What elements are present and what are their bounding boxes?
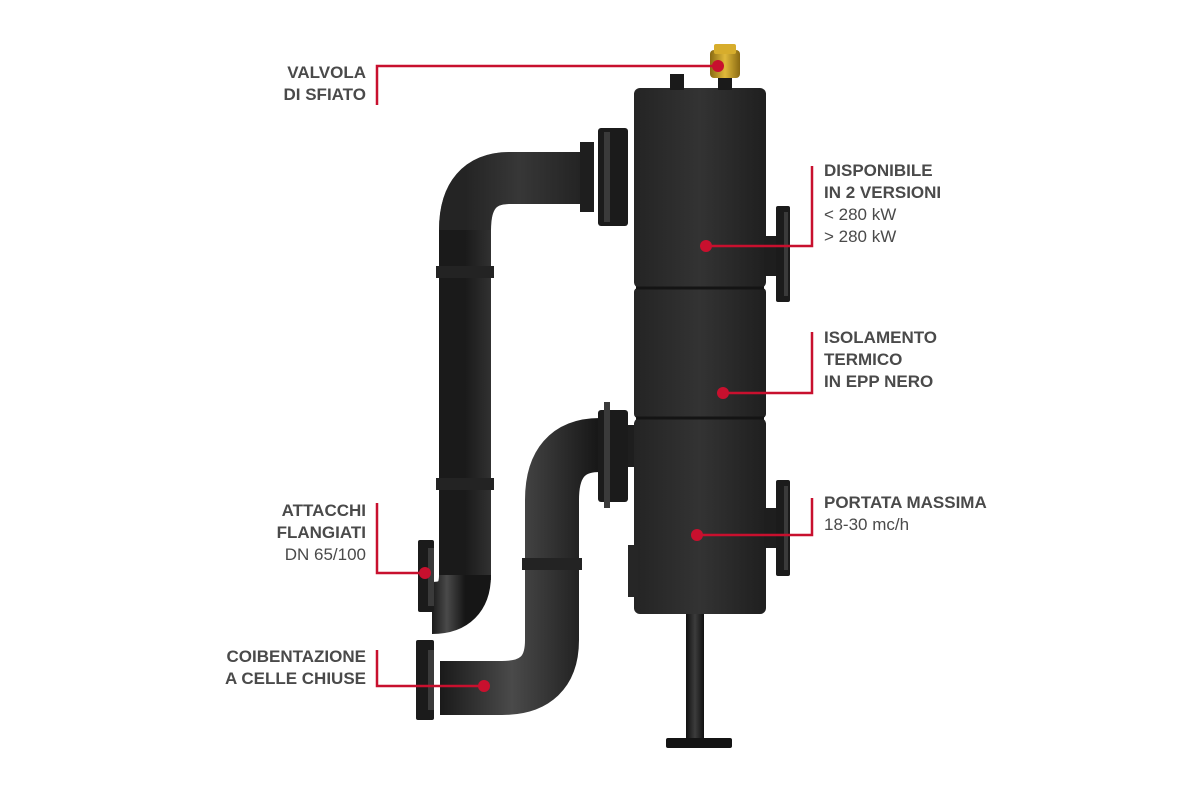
leader-coating xyxy=(375,650,484,688)
label-insulation: ISOLAMENTO TERMICO IN EPP NERO xyxy=(824,327,937,393)
label-insulation-line1: ISOLAMENTO xyxy=(824,328,938,347)
dot-insulation xyxy=(717,387,729,399)
label-versions-line2: IN 2 VERSIONI xyxy=(824,183,942,202)
leader-insulation xyxy=(723,332,814,395)
label-valve-line2: DI SFIATO xyxy=(283,85,367,104)
label-versions: DISPONIBILE IN 2 VERSIONI < 280 kW > 280… xyxy=(824,160,941,248)
leader-versions xyxy=(706,166,814,248)
leader-flow xyxy=(697,498,814,537)
lower-pipe xyxy=(440,402,642,715)
support-stand xyxy=(666,612,732,748)
label-flow: PORTATA MASSIMA 18-30 mc/h xyxy=(824,492,987,536)
leader-valve xyxy=(375,64,718,105)
leader-lines xyxy=(375,64,814,688)
dot-flanges xyxy=(419,567,431,579)
dot-valve xyxy=(712,60,724,72)
label-flanges-line3: DN 65/100 xyxy=(284,545,366,564)
leader-flanges xyxy=(375,503,425,575)
upper-pipe xyxy=(430,128,628,634)
label-insulation-line3: IN EPP NERO xyxy=(824,372,934,391)
label-flanges-line1: ATTACCHI xyxy=(281,501,366,520)
label-flanges-line2: FLANGIATI xyxy=(276,523,366,542)
label-versions-line4: > 280 kW xyxy=(824,227,897,246)
dot-flow xyxy=(691,529,703,541)
label-coating-line1: COIBENTAZIONE xyxy=(226,647,366,666)
label-coating-line2: A CELLE CHIUSE xyxy=(224,669,366,688)
label-versions-line1: DISPONIBILE xyxy=(824,161,933,180)
label-flow-line2: 18-30 mc/h xyxy=(824,515,910,534)
separator-body xyxy=(628,88,766,614)
label-valve: VALVOLA DI SFIATO xyxy=(284,62,367,106)
dot-versions xyxy=(700,240,712,252)
label-versions-line3: < 280 kW xyxy=(824,205,897,224)
leader-dots xyxy=(419,60,729,692)
label-valve-line1: VALVOLA xyxy=(287,63,366,82)
label-flow-line1: PORTATA MASSIMA xyxy=(824,493,987,512)
dot-coating xyxy=(478,680,490,692)
label-insulation-line2: TERMICO xyxy=(824,350,903,369)
right-flanges xyxy=(764,206,790,576)
label-coating: COIBENTAZIONE A CELLE CHIUSE xyxy=(225,646,366,690)
label-flanges: ATTACCHI FLANGIATI DN 65/100 xyxy=(277,500,366,566)
